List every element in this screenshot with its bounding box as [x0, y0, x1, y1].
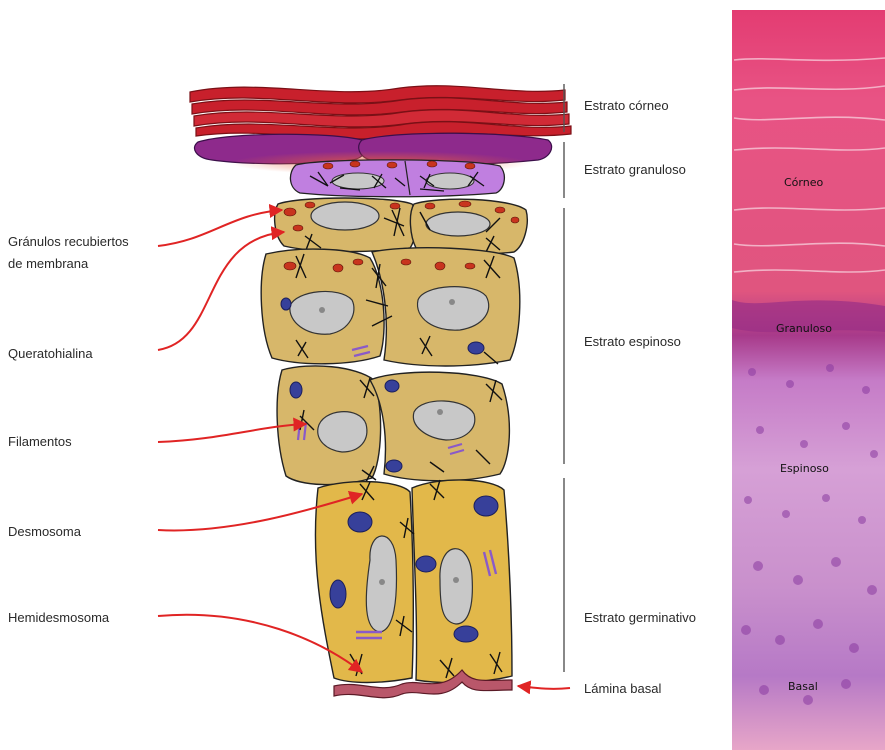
label-lamina-basal: Lámina basal: [584, 681, 661, 696]
label-queratohialina: Queratohialina: [8, 346, 93, 361]
label-estrato-germinativo: Estrato germinativo: [584, 610, 696, 625]
histo-label-basal: Basal: [788, 680, 818, 693]
label-granulos-line2: de membrana: [8, 256, 89, 271]
histo-label-granuloso: Granuloso: [776, 322, 832, 335]
stratum-granulosum-cells: [290, 160, 504, 197]
label-desmosoma: Desmosoma: [8, 524, 82, 539]
label-estrato-corneo: Estrato córneo: [584, 98, 669, 113]
label-filamentos: Filamentos: [8, 434, 72, 449]
spinous-lower-cells: [277, 366, 509, 485]
spinous-middle-cells: [261, 248, 520, 366]
arrow-granulos: [158, 210, 282, 246]
label-granulos-line1: Gránulos recubiertos: [8, 234, 129, 249]
stratum-corneum-cells: [190, 86, 571, 139]
label-estrato-granuloso: Estrato granuloso: [584, 162, 686, 177]
arrow-lamina: [518, 686, 570, 689]
label-hemidesmosoma: Hemidesmosoma: [8, 610, 110, 625]
histology-micrograph: Córneo Granuloso Espinoso Basal: [732, 10, 885, 750]
spinous-upper-cells: [275, 198, 528, 254]
histo-label-corneo: Córneo: [784, 176, 823, 189]
histo-label-espinoso: Espinoso: [780, 462, 829, 475]
label-estrato-espinoso: Estrato espinoso: [584, 334, 681, 349]
stratum-germinativum-cells: [315, 480, 512, 683]
label-granulos: Gránulos recubiertos de membrana: [8, 234, 132, 271]
